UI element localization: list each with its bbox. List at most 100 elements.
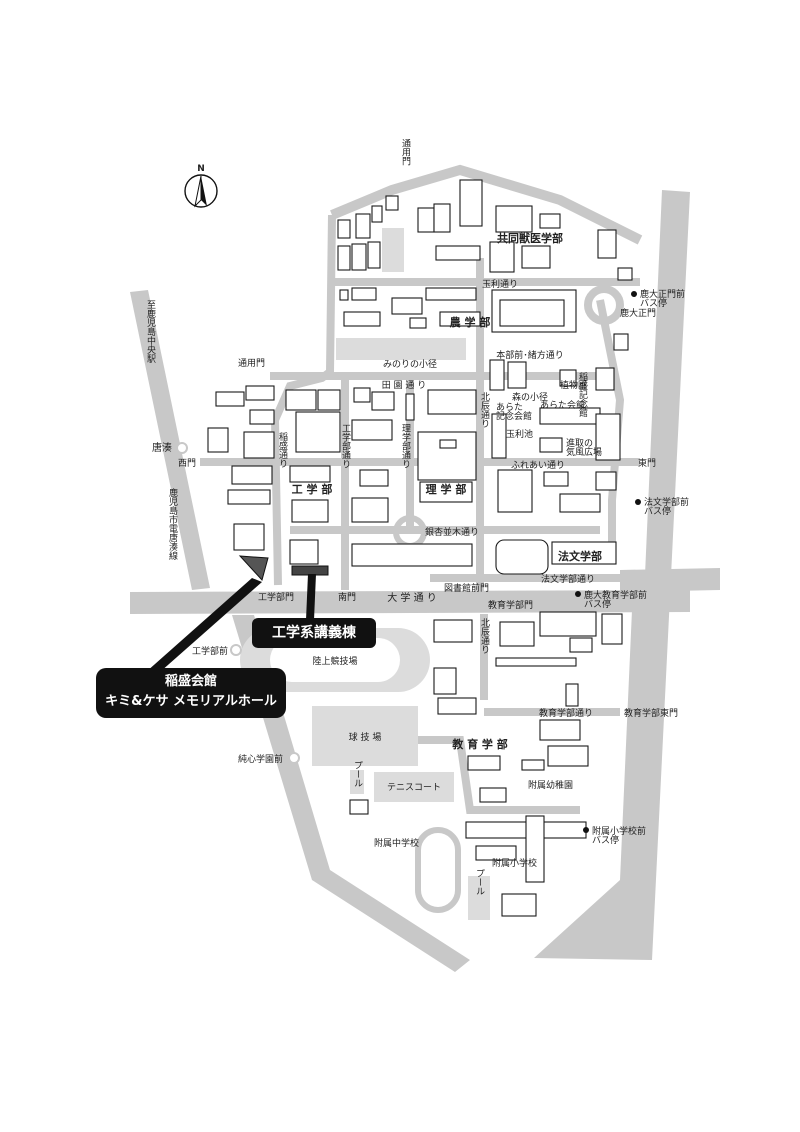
street-kyoiku: 教育学部通り [539, 707, 593, 719]
bus-seimon: 鹿大正門前 [640, 288, 685, 300]
place-shinkan-b: 気風広場 [566, 446, 602, 458]
science-building [417, 431, 477, 481]
kogakukei-lecture-building-shape [291, 565, 329, 576]
place-pool-2: プール [474, 868, 485, 895]
place-labels: 植物園 あらた 記念会館 あらた会館 玉利池 進取の 気風広場 稲盛記念館 陸上… [312, 371, 602, 896]
building [417, 207, 435, 233]
inamori-hall-callout: 稲盛会館 キミ&ケサ メモリアルホール [96, 668, 286, 718]
building [433, 203, 451, 233]
building [289, 539, 319, 565]
inamori-hall-shape [238, 555, 269, 582]
building [601, 613, 623, 645]
street-tamari: 玉利通り [482, 278, 518, 290]
building [595, 367, 615, 391]
building [233, 523, 265, 551]
gates: 通用門 西門 工学部門 南門 図書館前門 教育学部門 東門 教育学部東門 鹿大正… [178, 307, 678, 719]
station-marker [176, 442, 188, 454]
building [595, 413, 621, 461]
building [539, 437, 563, 453]
building [425, 287, 477, 301]
building [243, 431, 275, 459]
place-fuzoku-chu: 附属中学校 [374, 837, 419, 849]
station-kogakubumae: 工学部前 [192, 645, 228, 657]
building [245, 385, 275, 401]
building [359, 469, 389, 487]
building [467, 755, 501, 771]
building [597, 229, 617, 259]
building [569, 637, 593, 653]
building [543, 471, 569, 487]
building [495, 205, 533, 233]
building [565, 683, 579, 707]
station-marker [288, 752, 300, 764]
station-marker [230, 644, 242, 656]
building [351, 419, 393, 441]
street-mori: 森の小径 [512, 391, 548, 403]
gate-minamimon: 南門 [338, 591, 356, 603]
buildings [207, 179, 633, 917]
street-hokushin-north: 北辰通り [479, 392, 490, 428]
building [613, 333, 629, 351]
place-kyugijo: 球 技 場 [349, 731, 382, 743]
inamori-hall-name: 稲盛会館 [164, 674, 217, 689]
street-inamori: 稲盛通り [277, 431, 288, 468]
bus-stop-icon [635, 499, 641, 505]
street-fureai: ふれあい通り [511, 460, 565, 471]
north-field [382, 228, 404, 272]
building [249, 409, 275, 425]
west-inner-road [270, 214, 336, 586]
building [497, 469, 533, 513]
building [215, 391, 245, 407]
inamori-hall-subtitle: キミ&ケサ メモリアルホール [105, 694, 277, 709]
roads [130, 164, 720, 972]
tram-labels: 至鹿児島中央駅 鹿児島市電唐湊線 唐湊 工学部前 純心学園前 [145, 300, 300, 765]
building [343, 311, 381, 327]
building [339, 289, 349, 301]
minori-field [336, 338, 466, 360]
building [475, 845, 517, 861]
building [371, 391, 395, 411]
gate-kyoikumon: 教育学部門 [488, 599, 533, 611]
inamori-hall-pointer [146, 578, 262, 672]
compass-north-label: N [197, 164, 205, 174]
street-hobun: 法文学部通り [541, 573, 595, 585]
gate-kyoiku-higashimon: 教育学部東門 [624, 707, 678, 719]
building [351, 543, 473, 567]
compass-needle-right [201, 176, 207, 206]
gate-seimon: 鹿大正門 [620, 307, 656, 319]
building [539, 213, 561, 229]
building [495, 657, 577, 667]
building [499, 621, 535, 647]
sci-faculty-label: 理 学 部 [426, 482, 467, 496]
building [491, 413, 507, 459]
gate-tsuyomon-west: 通用門 [238, 358, 265, 369]
tram-line-road [130, 290, 210, 590]
faculty-labels: 共同獣医学部 農 学 部 工 学 部 理 学 部 法文学部 教 育 学 部 [292, 231, 602, 751]
main-gate-roundabout [584, 285, 624, 325]
bus-fuzoku-2: バス停 [592, 834, 619, 846]
station-junshin: 純心学園前 [238, 753, 283, 765]
building [367, 241, 381, 269]
building [349, 799, 369, 815]
bus-kyoiku-2: バス停 [584, 598, 611, 610]
building [489, 359, 505, 391]
compass: N [184, 164, 218, 208]
building [501, 893, 537, 917]
building [489, 241, 515, 273]
building [459, 179, 483, 227]
gate-kogakubumon: 工学部門 [258, 591, 294, 603]
bus-hobun: 法文学部前 [644, 496, 689, 508]
building [291, 499, 329, 523]
kogakukei-pointer [306, 574, 316, 620]
building [539, 719, 581, 741]
street-daigaku: 大 学 通 り [387, 591, 437, 604]
building [433, 619, 473, 643]
building [355, 213, 371, 239]
gate-higashimon: 東門 [638, 457, 656, 469]
building [385, 195, 399, 211]
building [295, 411, 341, 453]
building [391, 297, 423, 315]
building [433, 667, 457, 695]
building [427, 389, 477, 415]
